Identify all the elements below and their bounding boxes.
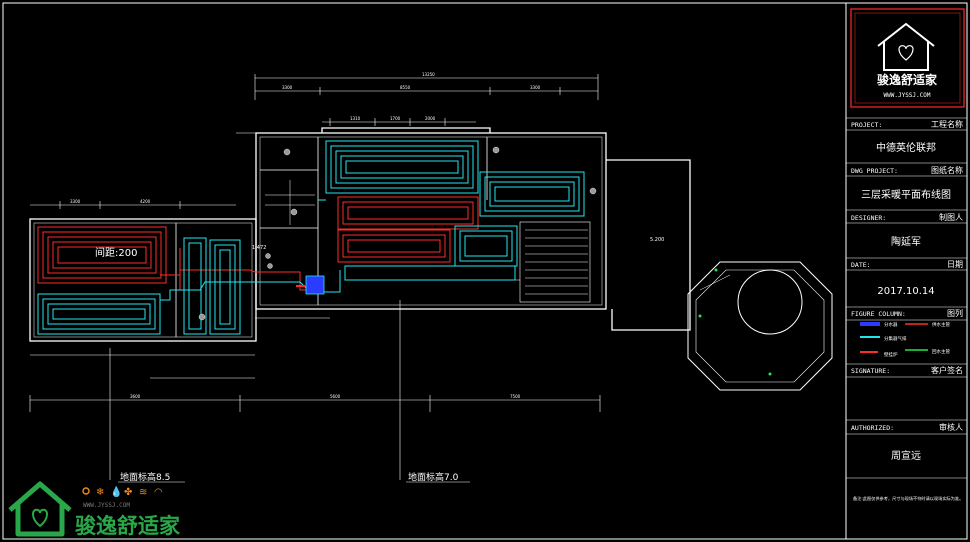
fixtures	[198, 146, 597, 321]
watermark-climate-icons: ❄ 💧 ✤ ≋ ◠	[82, 485, 163, 498]
fan-icon: ✤	[124, 487, 132, 498]
supply-heating-loops	[37, 196, 479, 291]
sun-icon	[82, 487, 90, 495]
svg-text:3300: 3300	[282, 85, 293, 90]
watermark-name: 骏逸舒适家	[75, 514, 181, 538]
legend-text-return: 回水主管	[932, 348, 950, 355]
date-value: 2017.10.14	[877, 286, 934, 297]
legend-text-boiler: 壁挂炉	[884, 351, 898, 358]
legend-swatch-manifold	[860, 322, 880, 326]
project-right-label: 工程名称	[931, 119, 963, 129]
watermark-heart-icon	[32, 508, 48, 528]
svg-text:3300: 3300	[70, 199, 81, 204]
manifold	[305, 275, 325, 295]
building-walls	[29, 127, 691, 342]
level-small-label: 1.472	[252, 245, 266, 251]
dwg-value: 三层采暖平面布线图	[861, 188, 951, 201]
legend-text-manifold: 分水器	[884, 321, 898, 328]
svg-text:3300: 3300	[530, 85, 541, 90]
level-label-center: 地面标高7.0	[408, 471, 459, 483]
svg-text:7500: 7500	[510, 394, 521, 399]
octagon-markers	[698, 268, 772, 376]
svg-text:1310: 1310	[350, 116, 361, 121]
figure-right-label: 图列	[947, 308, 963, 318]
legend-text-vent: 分集器气排	[884, 335, 907, 342]
staircase	[265, 180, 588, 295]
room-spacing-label: 间距:200	[95, 246, 137, 259]
signature-right-label: 客户签名	[931, 365, 963, 375]
watermark-house-icon	[8, 481, 72, 537]
drop-icon: 💧	[110, 485, 122, 498]
svg-text:1700: 1700	[390, 116, 401, 121]
title-block-note: 备注:此图仅供参考，尺寸与现场不符时请以现场实际为准。	[853, 495, 963, 502]
brand-box	[850, 8, 965, 108]
svg-text:3600: 3600	[130, 394, 141, 399]
svg-text:2000: 2000	[425, 116, 436, 121]
svg-text:5600: 5600	[330, 394, 341, 399]
date-label: DATE:	[851, 261, 871, 269]
svg-text:4200: 4200	[140, 199, 151, 204]
octagon-tower	[687, 261, 833, 391]
title-block: 骏逸舒适家 WWW.JYSSJ.COM PROJECT: 工程名称 中德英伦联邦…	[845, 2, 968, 540]
snowflake-icon: ❄	[96, 487, 104, 498]
watermark-url: WWW.JYSSJ.COM	[83, 502, 130, 509]
figure-label: FIGURE COLUMN:	[851, 310, 906, 318]
wind-icon: ≋	[139, 487, 147, 498]
authorized-value: 周宣远	[891, 449, 921, 462]
svg-text:8550: 8550	[400, 85, 411, 90]
date-right-label: 日期	[947, 260, 963, 269]
brand-name: 骏逸舒适家	[877, 72, 938, 87]
wifi-icon: ◠	[154, 487, 163, 498]
signature-label: SIGNATURE:	[851, 367, 890, 375]
authorized-right-label: 审核人	[939, 422, 963, 432]
designer-label: DESIGNER:	[851, 214, 886, 222]
svg-text:13250: 13250	[422, 72, 435, 77]
brand-url: WWW.JYSSJ.COM	[884, 92, 931, 99]
project-label: PROJECT:	[851, 121, 882, 129]
designer-right-label: 制图人	[939, 212, 963, 222]
dwg-right-label: 图纸名称	[931, 165, 963, 175]
return-heating-loops	[37, 140, 585, 335]
level-right-label: 5.200	[650, 237, 664, 243]
project-value: 中德英伦联邦	[876, 141, 936, 154]
dimension-tick-labels: 13250 3300 8550 3300 1310 1700 2000 3300…	[70, 72, 541, 399]
legend-text-supply: 供水主管	[932, 321, 950, 328]
authorized-label: AUTHORIZED:	[851, 424, 894, 432]
dwg-label: DWG PROJECT:	[851, 167, 898, 175]
watermark: ❄ 💧 ✤ ≋ ◠ WWW.JYSSJ.COM 骏逸舒适家	[8, 481, 181, 538]
brand-house-icon	[877, 22, 935, 71]
designer-value: 陶延军	[891, 235, 921, 248]
level-label-left: 地面标高8.5	[120, 471, 170, 483]
legend-swatch-vent	[860, 336, 880, 338]
